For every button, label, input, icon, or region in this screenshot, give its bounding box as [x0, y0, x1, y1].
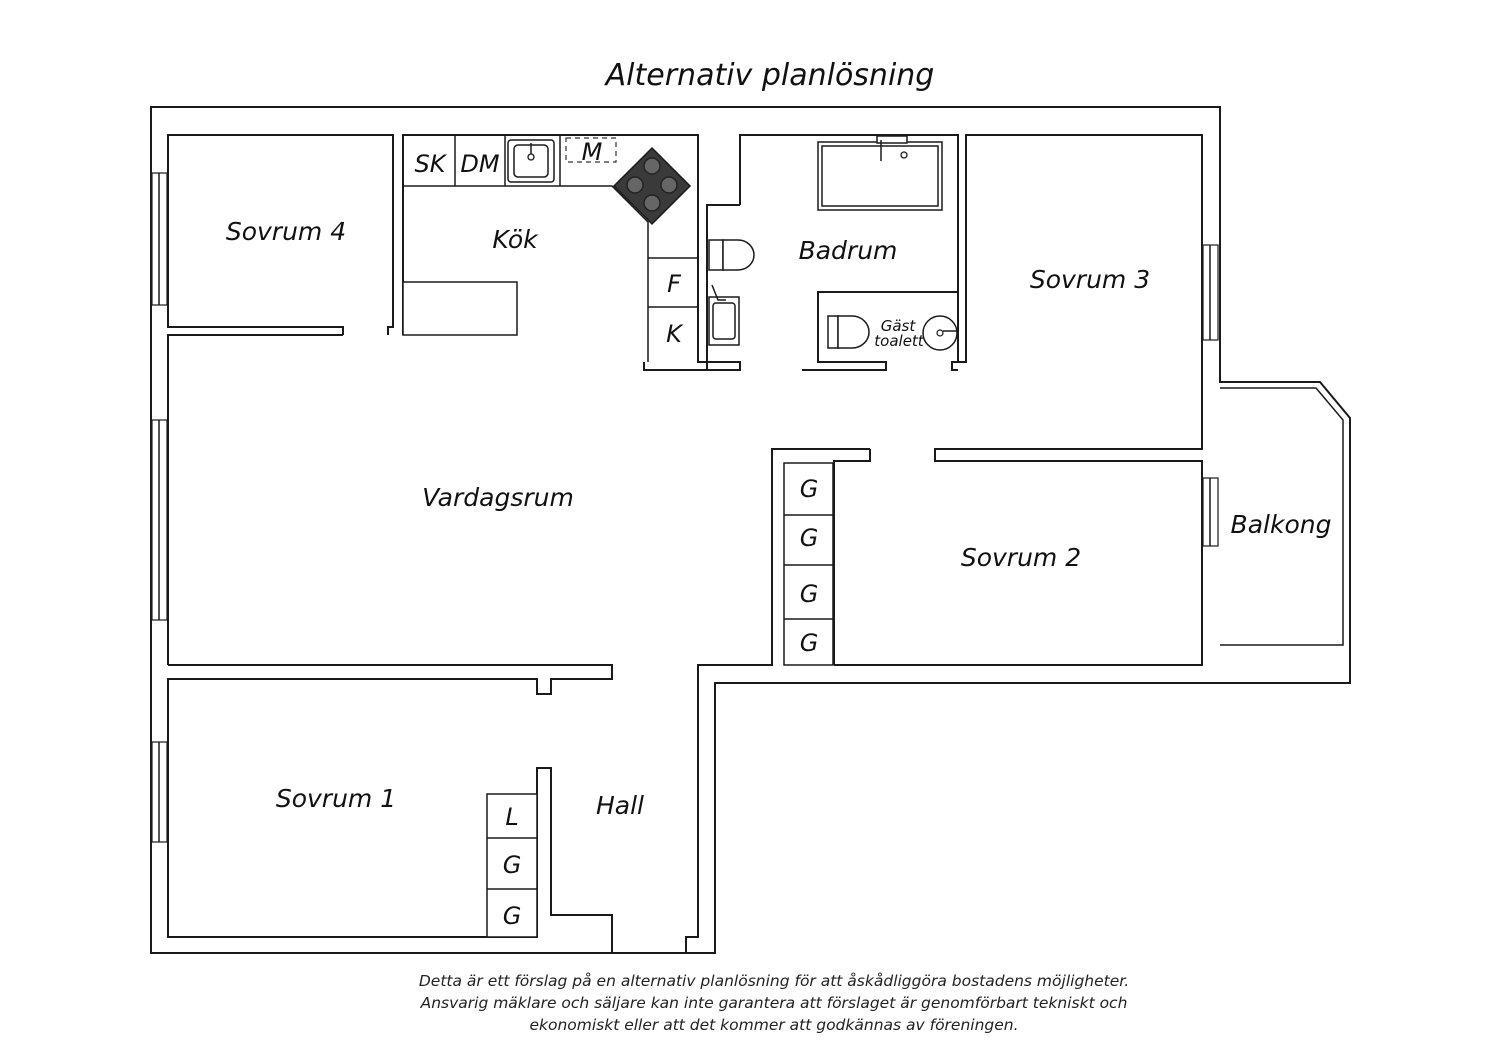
vardagsrum-walls: [167, 334, 343, 665]
guest-basin-icon: [922, 315, 958, 351]
sovrum1-walls: [167, 664, 613, 953]
room-label-hall: Hall: [596, 791, 644, 820]
fixture-label-g: G: [503, 851, 522, 879]
fixture-label-f: F: [667, 270, 682, 298]
room-label-badrum: Badrum: [799, 236, 898, 265]
kitchen-counter-top: [403, 185, 649, 362]
stove-icon: [612, 146, 692, 226]
disclaimer-line: Ansvarig mäklare och säljare kan inte ga…: [420, 994, 1128, 1012]
kitchen-walls: [402, 134, 741, 371]
room-label-sovrum4: Sovrum 4: [226, 217, 346, 246]
fixture-label-g: G: [800, 629, 819, 657]
microwave-outline: [565, 137, 617, 163]
room-label-sovrum2: Sovrum 2: [961, 543, 1081, 572]
closet-column: [486, 793, 538, 938]
room-label-vardagsrum: Vardagsrum: [422, 483, 574, 512]
wardrobe-column: [783, 462, 834, 666]
fixture-label-g: G: [800, 524, 819, 552]
fixture-label-g: G: [503, 902, 522, 930]
fixture-label-k: K: [666, 320, 684, 348]
badrum-bottom-wall: [802, 291, 959, 371]
outer-wall: [150, 106, 1351, 954]
badrum-walls: [739, 134, 1203, 666]
vardagsrum-right-wall: [685, 448, 870, 953]
room-label-toalett: toalett: [874, 332, 925, 350]
guest-toilet-icon: [827, 315, 870, 349]
room-label-balkong: Balkong: [1231, 510, 1332, 539]
fixture-label-m: M: [582, 138, 603, 166]
fixture-label-sk: SK: [415, 150, 448, 178]
badrum-left-wall: [706, 204, 740, 371]
fixture-label-g: G: [800, 580, 819, 608]
room-label-sovrum3: Sovrum 3: [1030, 265, 1150, 294]
sovrum4-walls: [167, 134, 394, 335]
room-label-kok: Kök: [492, 225, 539, 254]
fixture-label-g: G: [800, 475, 819, 503]
room-label-sovrum1: Sovrum 1: [276, 784, 396, 813]
toilet-icon: [708, 239, 755, 271]
plan-title: Alternativ planlösning: [605, 58, 935, 93]
kitchen-island: [402, 281, 518, 336]
disclaimer: Detta är ett förslag på en alternativ pl…: [0, 970, 1500, 1036]
sovrum2-wardrobe-wall: [833, 449, 871, 665]
room-label-gast: Gäst: [881, 317, 917, 335]
disclaimer-line: Detta är ett förslag på en alternativ pl…: [418, 972, 1130, 990]
fixture-label-dm: DM: [460, 150, 499, 178]
fixture-label-l: L: [505, 803, 518, 831]
disclaimer-line: ekonomiskt eller att det kommer att godk…: [529, 1016, 1019, 1034]
balcony-rail: [1220, 387, 1344, 646]
